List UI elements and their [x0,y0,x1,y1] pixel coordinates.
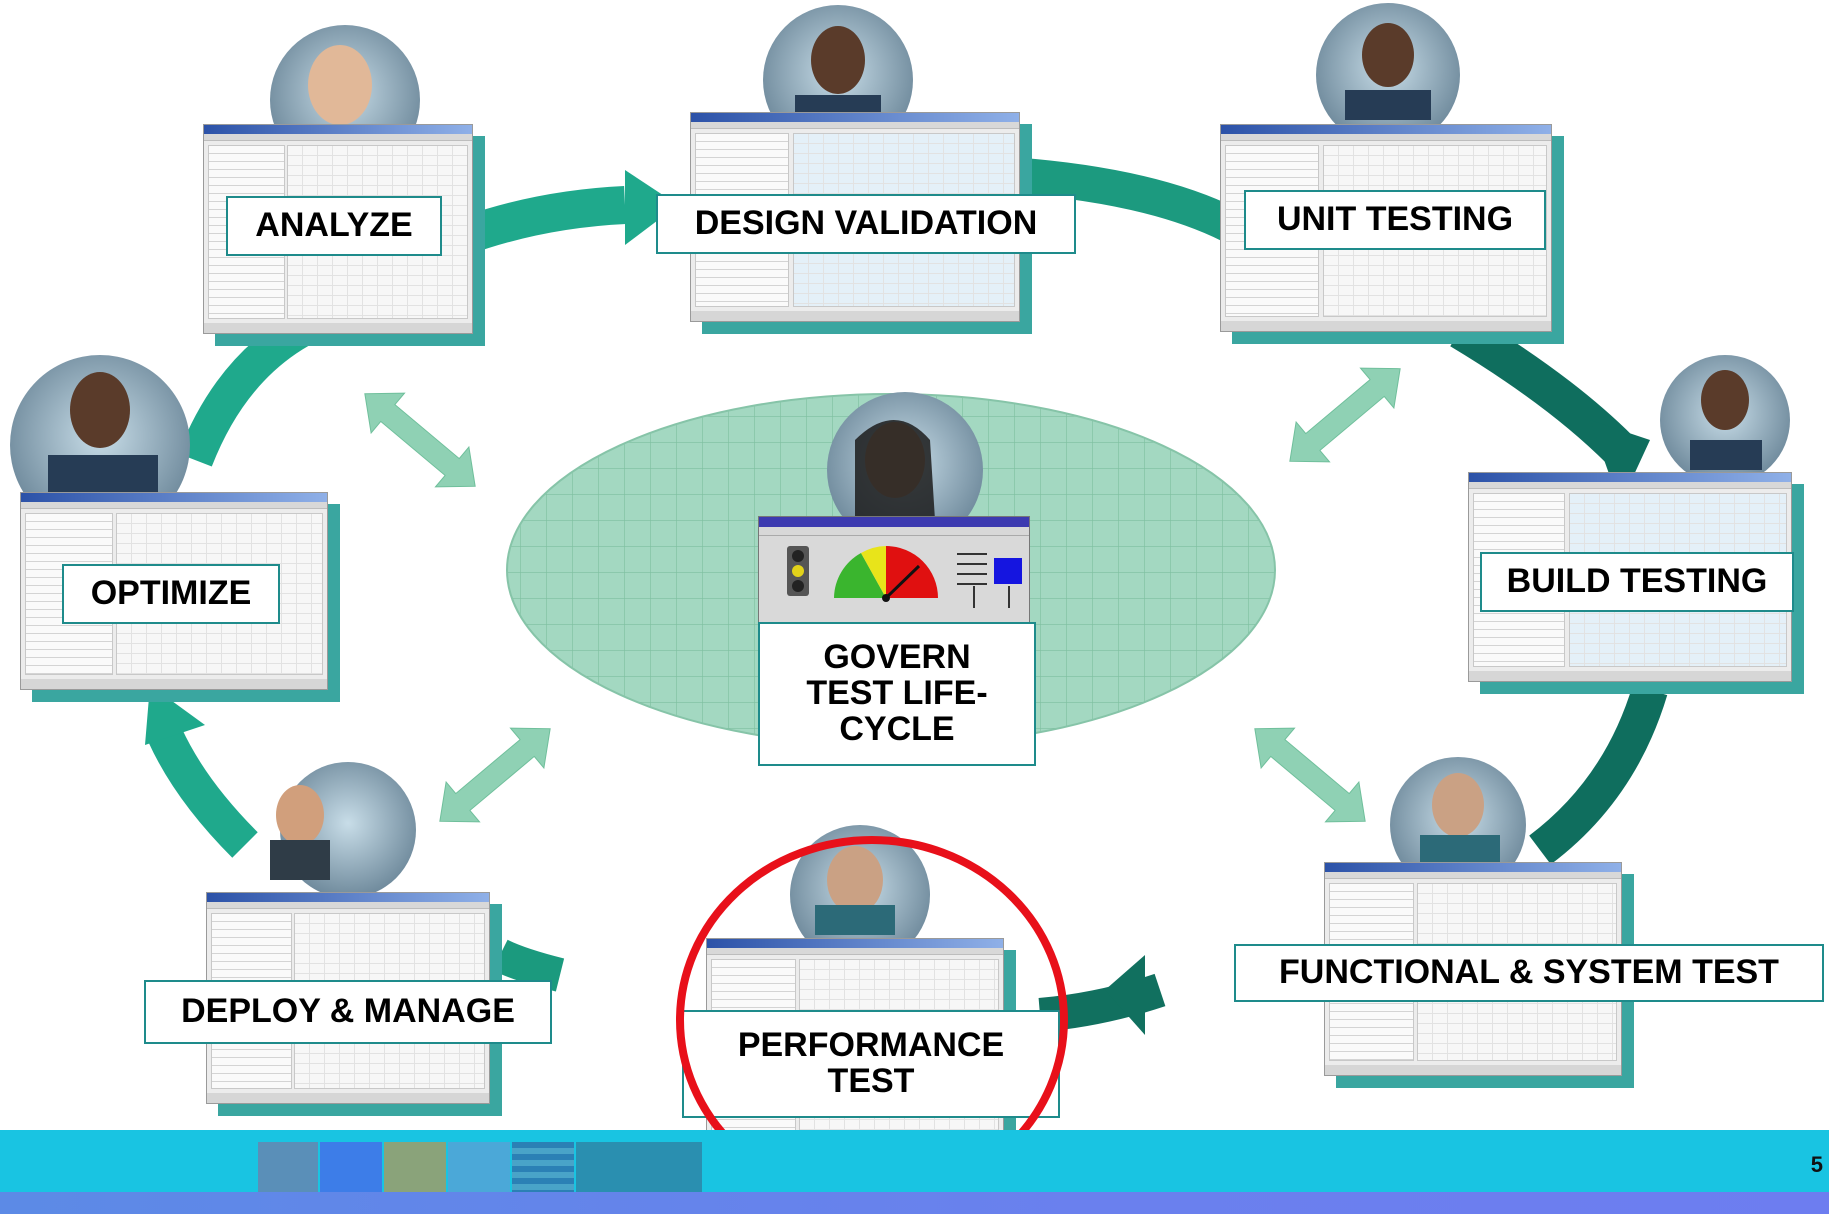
person-avatar-icon [1316,3,1460,147]
stage-label-unit-testing: UNIT TESTING [1244,190,1546,250]
cycle-arrowheads [145,170,1650,1035]
center-label-line-2: TEST LIFE- [806,674,988,713]
performance-test-line-1: PERFORMANCE [737,1026,1005,1065]
dashboard-titlebar [759,517,1029,527]
dashboard-header [759,527,1029,536]
center-label-line-1: GOVERN [823,638,971,677]
cycle-arrow-build-to-functional [1529,684,1668,865]
banner-strip [0,1192,1829,1214]
banner-tile-people [320,1142,382,1192]
cycle-arrow-design-to-unit [1008,157,1239,242]
performance-test-line-2: TEST [827,1062,915,1100]
center-label-line-3: CYCLE [839,709,955,748]
dashboard-window [758,516,1030,624]
center-label-govern: GOVERN TEST LIFE- CYCLE [758,622,1036,766]
person-avatar-icon [1660,355,1790,485]
page-number: 5 [1810,1152,1823,1177]
stage-label-performance-test: PERFORMANCE TEST [682,1010,1060,1118]
stage-label-functional-system-test: FUNCTIONAL & SYSTEM TEST [1234,944,1824,1002]
banner-tile-stripes [512,1142,574,1192]
person-avatar-icon [270,762,416,898]
person-avatar-icon [1390,757,1526,893]
banner-tile-globe [448,1142,510,1192]
slider-panel-icon [957,553,1022,608]
dashboard-widgets [787,546,1022,608]
person-avatar-icon [790,825,930,965]
cycle-arrow-performance-to-deploy [492,939,565,992]
arrowhead-design [625,170,678,245]
stage-label-design-validation: DESIGN VALIDATION [656,194,1076,254]
link-arrows [364,367,1401,823]
cycle-arrows [148,157,1668,1032]
banner-tile-chess [258,1142,318,1192]
person-avatar-icon [827,392,983,548]
stage-label-optimize: OPTIMIZE [62,564,280,624]
traffic-light-icon [787,546,809,596]
stage-label-analyze: ANALYZE [226,196,442,256]
footer-banner: 5 [0,1130,1829,1214]
cycle-arrow-deploy-to-optimize [148,727,258,858]
cycle-arrow-optimize-to-analyze [178,314,310,467]
arrowhead-optimize [145,685,205,745]
banner-tile-figures [576,1142,702,1192]
gauge-icon [834,546,938,602]
stage-label-build-testing: BUILD TESTING [1480,552,1794,612]
person-avatar-icon [10,355,190,535]
banner-tile-clock [384,1142,446,1192]
arrowhead-functional [1105,955,1145,1035]
stage-label-deploy-manage: DEPLOY & MANAGE [144,980,552,1044]
arrowhead-build [1590,420,1650,505]
